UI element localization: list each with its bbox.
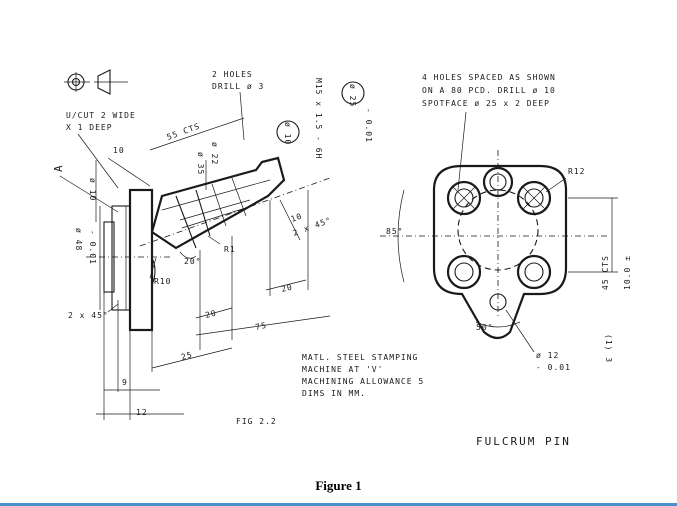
angle50-label: 50° bbox=[476, 323, 493, 332]
dim-10-top: 10 bbox=[113, 146, 125, 155]
dim-20-b: 20 bbox=[280, 282, 293, 294]
dia10-shank-label: ø 10 bbox=[283, 122, 292, 145]
angle20-label: 20° bbox=[184, 257, 201, 266]
material-note-line1: MATL. STEEL STAMPING bbox=[302, 353, 418, 362]
projection-symbol bbox=[64, 69, 128, 95]
dim-20-a: 20 bbox=[204, 308, 217, 320]
dim-75: 75 bbox=[255, 321, 268, 332]
section-mark: A bbox=[52, 163, 65, 172]
dim-45-cts: 45 CTS bbox=[601, 255, 610, 290]
dim-25: 25 bbox=[180, 350, 194, 362]
undercut-note-line1: U/CUT 2 WIDE bbox=[66, 111, 136, 120]
dia10-balloon bbox=[276, 120, 300, 144]
dia48-tolerance: - 0.01 bbox=[88, 230, 97, 265]
undercut-note-line2: X 1 DEEP bbox=[66, 123, 113, 132]
material-note-line3: MACHINING ALLOWANCE 5 bbox=[302, 377, 424, 386]
r12-label: R12 bbox=[568, 167, 585, 176]
drawing-title: FULCRUM PIN bbox=[476, 435, 571, 448]
fig-number: FIG 2.2 bbox=[236, 417, 277, 426]
material-note-line2: MACHINE AT 'V' bbox=[302, 365, 383, 374]
dim-9: 9 bbox=[122, 378, 128, 387]
dia22-label: ø 22 bbox=[210, 142, 219, 165]
dim-12: 12 bbox=[136, 408, 148, 417]
front-view bbox=[380, 150, 618, 340]
r1-label: R1 bbox=[224, 245, 236, 254]
dia35-label: ø 35 bbox=[196, 152, 205, 175]
side-view bbox=[86, 188, 172, 420]
chamfer-left: 2 x 45° bbox=[68, 311, 109, 320]
dia25-tolerance: - 0.01 bbox=[364, 108, 373, 143]
dia48-label: ø 48 bbox=[74, 228, 83, 251]
hole-note-line1: 2 HOLES bbox=[212, 70, 253, 79]
dia12-label: ø 12 bbox=[536, 351, 559, 360]
sheet-number: (1) 3 bbox=[604, 334, 613, 363]
bottom-border bbox=[0, 503, 677, 506]
dia25-balloon bbox=[341, 81, 365, 105]
holes-note-line2: ON A 80 PCD. DRILL ø 10 bbox=[422, 86, 556, 95]
holes-note-line3: SPOTFACE ø 25 x 2 DEEP bbox=[422, 99, 550, 108]
r10-label: R10 bbox=[154, 277, 171, 286]
material-note-line4: DIMS IN MM. bbox=[302, 389, 366, 398]
dia12-tolerance: - 0.01 bbox=[536, 363, 571, 372]
dim-45-tolerance: 10.0 ± bbox=[623, 255, 632, 290]
pin-body bbox=[139, 156, 331, 250]
dim-10-right: 10 bbox=[290, 211, 304, 223]
hole-note-line2: DRILL ø 3 bbox=[212, 82, 264, 91]
dia10-left-label: ø 10 bbox=[88, 178, 97, 201]
figure-caption: Figure 1 bbox=[315, 478, 362, 493]
dia25-label: ø 25 bbox=[348, 84, 357, 107]
angle85-label: 85° bbox=[386, 227, 403, 236]
thread-label: M15 x 1.5 - 6H bbox=[314, 78, 323, 159]
holes-note-line1: 4 HOLES SPACED AS SHOWN bbox=[422, 73, 556, 82]
